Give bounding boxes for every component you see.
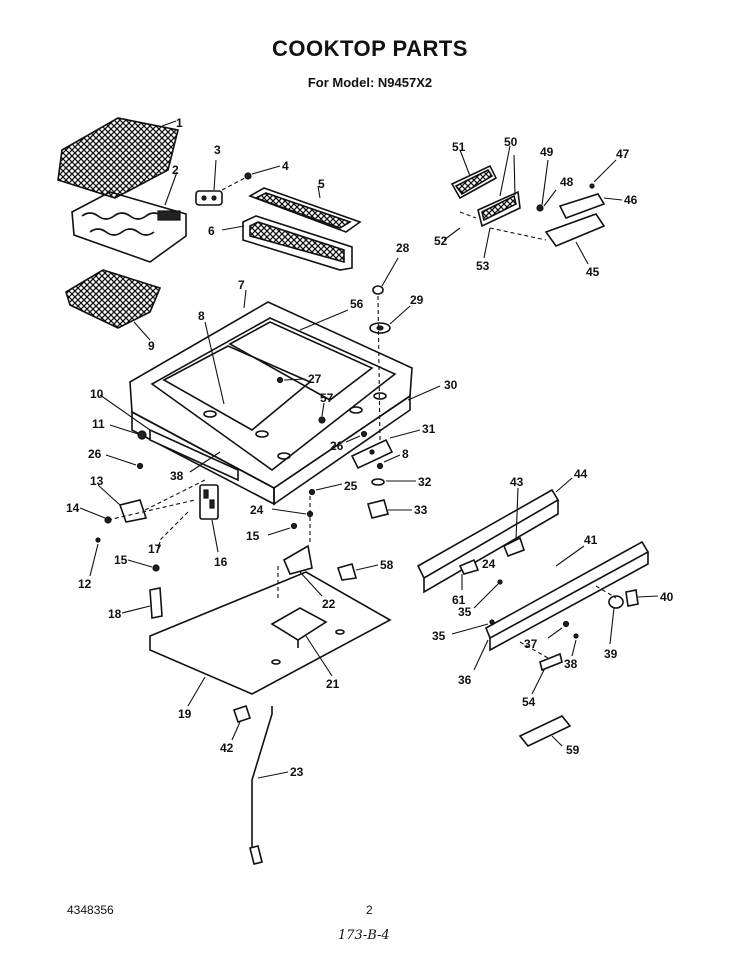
callout-19: 19 xyxy=(178,707,192,721)
model-subtitle: For Model: N9457X2 xyxy=(307,75,433,90)
clip-42 xyxy=(231,704,252,741)
callout-5: 5 xyxy=(318,177,325,191)
side-rail-41 xyxy=(484,540,650,652)
callout-11: 11 xyxy=(92,417,105,431)
rod-23 xyxy=(249,706,289,865)
callout-22: 22 xyxy=(322,597,336,611)
callout-28: 28 xyxy=(396,241,410,255)
callout-32: 32 xyxy=(418,475,432,489)
callout-3: 3 xyxy=(214,143,221,157)
callout-48: 48 xyxy=(560,175,574,189)
callout-53: 53 xyxy=(476,259,490,273)
callout-10: 10 xyxy=(90,387,104,401)
control-panel-parts xyxy=(443,145,623,265)
bracket-43 xyxy=(502,487,526,558)
callout-6: 6 xyxy=(208,224,215,238)
callout-43: 43 xyxy=(510,475,524,489)
right-cooktop-parts xyxy=(318,257,441,519)
callout-29: 29 xyxy=(410,293,424,307)
bottom-panel xyxy=(149,571,392,707)
callout-42: 42 xyxy=(220,741,234,755)
callout-49: 49 xyxy=(540,145,554,159)
callout-16: 16 xyxy=(214,555,228,569)
callout-54: 54 xyxy=(522,695,536,709)
callout-2: 2 xyxy=(172,163,179,177)
callout-51: 51 xyxy=(452,140,466,154)
callout-17: 17 xyxy=(148,542,162,556)
callout-18: 18 xyxy=(108,607,122,621)
callout-8-right: 8 xyxy=(402,447,409,461)
callout-45: 45 xyxy=(586,265,600,279)
callout-26-left: 26 xyxy=(88,447,102,461)
callout-35: 35 xyxy=(432,629,446,643)
callout-56: 56 xyxy=(350,297,364,311)
callout-33: 33 xyxy=(414,503,428,517)
burner-bracket-22 xyxy=(277,544,323,600)
callout-30: 30 xyxy=(444,378,458,392)
callout-44: 44 xyxy=(574,467,588,481)
cooktop-main-top xyxy=(129,289,413,506)
callout-47: 47 xyxy=(616,147,630,161)
callout-52: 52 xyxy=(434,234,448,248)
callout-15-center: 15 xyxy=(246,529,260,543)
center-fasteners xyxy=(267,483,343,544)
callout-24-center: 24 xyxy=(250,503,264,517)
callout-36: 36 xyxy=(458,673,472,687)
callout-57: 57 xyxy=(320,391,334,405)
clip-58 xyxy=(336,563,379,581)
callout-13: 13 xyxy=(90,474,104,488)
callout-4: 4 xyxy=(282,159,289,173)
callout-41: 41 xyxy=(584,533,598,547)
callout-40: 40 xyxy=(660,590,674,604)
callout-14: 14 xyxy=(66,501,80,515)
hinge-bracket-16 xyxy=(157,484,219,553)
bracket-18 xyxy=(121,559,163,619)
cooktop-front-trim xyxy=(99,394,239,482)
callout-21: 21 xyxy=(326,677,340,691)
callout-59: 59 xyxy=(566,743,580,757)
callout-24-right: 24 xyxy=(482,557,496,571)
handwritten-code: 173-B-4 xyxy=(338,928,390,943)
callout-9: 9 xyxy=(148,339,155,353)
vent-trim-upper xyxy=(248,185,362,233)
callout-12: 12 xyxy=(78,577,92,591)
burner-assembly xyxy=(71,171,187,263)
callout-8: 8 xyxy=(198,309,205,323)
small-parts-rail xyxy=(451,558,659,695)
burner-grate-top xyxy=(57,117,179,199)
callout-31: 31 xyxy=(422,422,436,436)
callout-37: 37 xyxy=(524,637,538,651)
callout-39: 39 xyxy=(604,647,618,661)
callout-27: 27 xyxy=(308,372,322,386)
callout-labels: 1 2 3 4 5 6 7 8 9 10 11 26 13 14 12 38 1… xyxy=(66,116,674,779)
callout-26-right: 26 xyxy=(330,439,344,453)
left-fasteners xyxy=(79,424,206,577)
page-number: 2 xyxy=(366,903,373,917)
callout-46: 46 xyxy=(624,193,638,207)
callout-35-top: 35 xyxy=(458,605,472,619)
callout-61: 61 xyxy=(452,593,466,607)
callout-15-left: 15 xyxy=(114,553,128,567)
document-number: 4348356 xyxy=(67,903,114,917)
callout-7: 7 xyxy=(238,278,245,292)
page-title: COOKTOP PARTS xyxy=(272,36,468,61)
callout-58: 58 xyxy=(380,558,394,572)
callout-25: 25 xyxy=(344,479,358,493)
burner-valve xyxy=(195,159,281,206)
callout-38: 38 xyxy=(170,469,184,483)
vent-trim-lower xyxy=(221,215,353,271)
callout-1: 1 xyxy=(176,116,183,130)
callout-38-right: 38 xyxy=(564,657,578,671)
bracket-59 xyxy=(518,715,572,747)
side-rail-44 xyxy=(416,477,573,594)
callout-23: 23 xyxy=(290,765,304,779)
callout-50: 50 xyxy=(504,135,518,149)
burner-grate-small xyxy=(65,269,162,341)
